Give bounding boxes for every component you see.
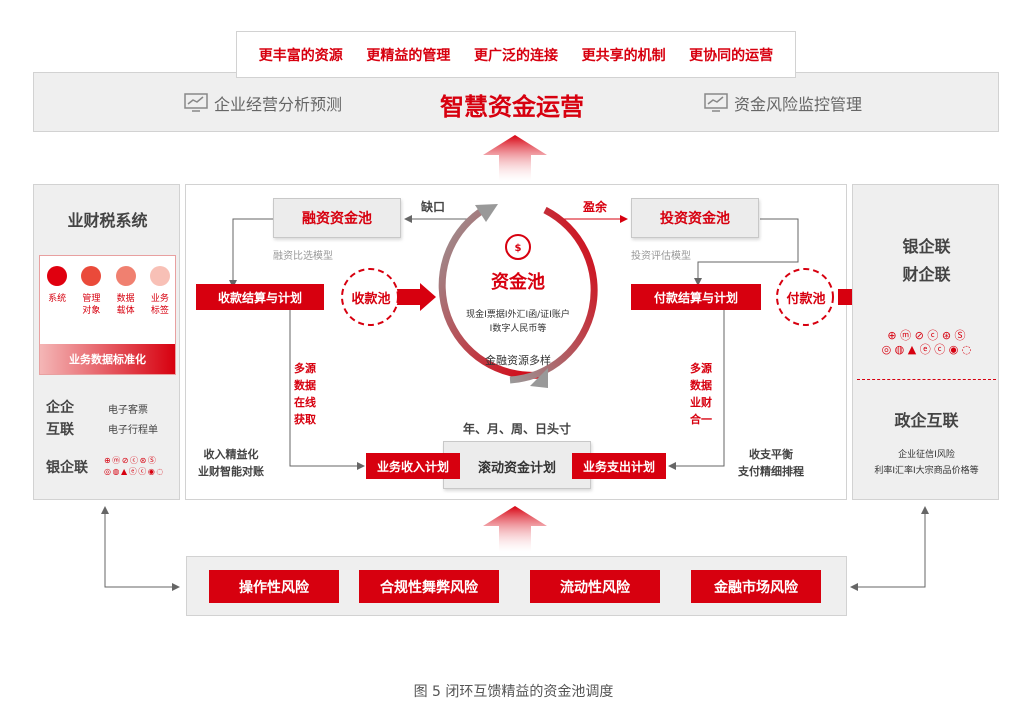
monitor-chart-icon [704, 93, 728, 112]
circle-item: 数据 载体 [113, 266, 139, 317]
figure-caption: 图 5 闭环互馈精益的资金池调度 [413, 684, 614, 700]
data-standard-box: 系统 管理 对象 数据 载体 业务 标签 业务数据标准化 [39, 255, 176, 375]
risk-operational: 操作性风险 [209, 570, 339, 603]
financing-pool-box: 融资资金池 [273, 198, 401, 238]
qiye-items: 电子客票 电子行程单 [108, 405, 158, 436]
object-dot [81, 266, 102, 286]
circle-item: 系统 [44, 266, 70, 317]
invest-pool-box: 投资资金池 [631, 198, 759, 238]
yinqi-label: 银企联 [46, 460, 88, 476]
header-bar: 企业经营分析预测 智慧资金运营 资金风险监控管理 [33, 72, 999, 132]
up-arrow-bottom [483, 506, 547, 552]
risk-market: 金融市场风险 [691, 570, 821, 603]
bank-logos: ⊕ ⓜ ⊘ ⓒ ⊛ Ⓢ ◎ ◍ ▲ ⓔ ⓒ ◉ ◌ [104, 456, 163, 476]
surplus-label: 盈余 [583, 200, 608, 214]
income-refine: 收入精益化 业财智能对账 [198, 448, 264, 478]
gov-items: 企业征信I风险 利率I汇率I大宗商品价格等 [874, 450, 979, 476]
tag-dot [149, 266, 170, 286]
gap-label: 缺口 [421, 200, 446, 214]
standardize-band: 业务数据标准化 [40, 344, 175, 374]
top-item: 更协同的运营 [689, 47, 774, 64]
right-panel: 银企联 财企联 ⊕ ⓜ ⊘ ⓒ ⊛ Ⓢ ◎ ◍ ▲ ⓔ ⓒ ◉ ◌ 政企互联 企… [852, 184, 999, 500]
pool-assets: 现金I票据I外汇I函/证I账户 I数字人民币等 [466, 310, 570, 334]
circle-item: 业务 标签 [147, 266, 173, 317]
pay-pool-label: 付款池 [786, 291, 826, 307]
left-vertical-text: 多源 数据 在线 获取 [294, 362, 316, 426]
left-panel-title: 业财税系统 [67, 211, 148, 230]
qiye-label: 企企 互联 [46, 400, 74, 438]
rolling-plan-label: 滚动资金计划 [477, 460, 556, 476]
financing-model-label: 融资比选模型 [273, 251, 333, 262]
collect-settle-box: 收款结算与计划 [196, 284, 324, 310]
collect-pool-label: 收款池 [351, 291, 391, 307]
risk-monitor: 资金风险监控管理 [704, 91, 862, 115]
monitor-chart-icon [184, 93, 208, 112]
system-dot [47, 266, 68, 286]
up-arrow-top [483, 135, 547, 181]
top-values-bar: 更丰富的资源 更精益的管理 更广泛的连接 更共享的机制 更协同的运营 [236, 31, 796, 78]
risk-compliance: 合规性舞弊风险 [359, 570, 499, 603]
expense-plan-box: 业务支出计划 [572, 453, 666, 479]
divider [857, 379, 996, 380]
top-item: 更丰富的资源 [258, 47, 343, 64]
svg-text:$: $ [515, 243, 522, 254]
pool-title: 资金池 [491, 272, 545, 293]
left-panel: 业财税系统 系统 管理 对象 数据 载体 业务 标签 业务数据标准化 企企 互联… [33, 184, 180, 500]
pool-diverse-label: 金融资源多样 [485, 354, 551, 367]
right-panel-title: 银企联 财企联 [902, 237, 951, 284]
invest-model-label: 投资评估模型 [631, 251, 691, 262]
page-title: 智慧资金运营 [440, 93, 584, 121]
top-item: 更广泛的连接 [473, 47, 558, 64]
bank-logos: ⊕ ⓜ ⊘ ⓒ ⊛ Ⓢ ◎ ◍ ▲ ⓔ ⓒ ◉ ◌ [881, 329, 972, 356]
carrier-dot [115, 266, 136, 286]
top-item: 更精益的管理 [366, 47, 451, 64]
gov-title: 政企互联 [894, 411, 959, 430]
top-item: 更共享的机制 [581, 47, 666, 64]
risk-liquidity: 流动性风险 [530, 570, 660, 603]
analysis-forecast: 企业经营分析预测 [184, 91, 342, 115]
right-vertical-text: 多源 数据 业财 合一 [690, 362, 712, 426]
income-plan-box: 业务收入计划 [366, 453, 460, 479]
balance-label: 收支平衡 支付精细排程 [738, 448, 804, 478]
circle-item: 管理 对象 [78, 266, 104, 317]
periods-label: 年、月、周、日头寸 [462, 422, 571, 436]
pay-settle-box: 付款结算与计划 [631, 284, 761, 310]
pool-logo-icon: $ [505, 234, 531, 260]
